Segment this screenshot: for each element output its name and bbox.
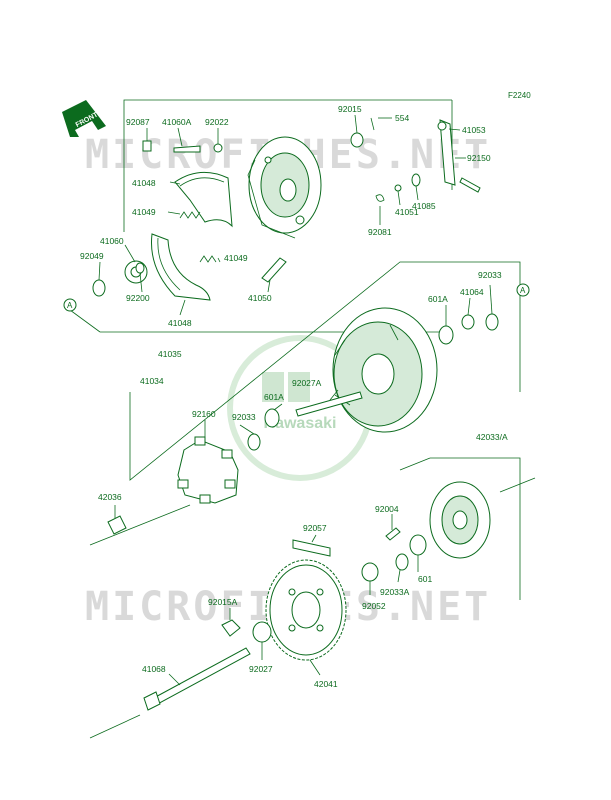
bearing-601 — [409, 534, 427, 556]
label-92033-right: 92033 — [478, 270, 502, 280]
label-42036: 42036 — [98, 492, 122, 502]
brake-panel — [247, 136, 322, 239]
stud-92004 — [385, 527, 401, 541]
collar-41064 — [461, 314, 475, 330]
ref-marker-a-left: A — [63, 298, 77, 312]
brake-shoe-lower — [150, 233, 211, 301]
logo-text: Kawasaki — [264, 415, 337, 432]
label-41060A: 41060A — [162, 117, 192, 127]
rear-wheel — [332, 307, 438, 433]
label-92057: 92057 — [303, 523, 327, 533]
camshaft-41050 — [261, 257, 287, 283]
circlip-92033-right — [485, 313, 499, 331]
nut-92022 — [213, 143, 223, 153]
label-41035: 41035 — [158, 349, 182, 359]
label-92033A: 92033A — [380, 587, 410, 597]
collar-42036 — [107, 515, 127, 535]
damper-92160 — [177, 436, 239, 504]
label-92052: 92052 — [362, 601, 386, 611]
nut-92015A — [221, 619, 241, 637]
label-92081: 92081 — [368, 227, 392, 237]
label-41048-lower: 41048 — [168, 318, 192, 328]
cam-41060 — [124, 260, 148, 284]
label-92004: 92004 — [375, 504, 399, 514]
circlip-92033-left — [247, 433, 261, 451]
label-601A-right: 601A — [428, 294, 448, 304]
indicator-41085 — [411, 173, 421, 187]
label-41048-upper: 41048 — [132, 178, 156, 188]
spring-41049-lower — [199, 255, 217, 263]
washer-92200 — [135, 262, 145, 274]
label-42041: 42041 — [314, 679, 338, 689]
ref-marker-a-left-label: A — [67, 301, 73, 310]
seal-92049 — [92, 279, 106, 297]
spring-92081 — [375, 194, 385, 202]
label-92033-left: 92033 — [232, 412, 256, 422]
grease-nipple-92087 — [142, 140, 152, 152]
label-41060: 41060 — [100, 236, 124, 246]
sprocket-42041 — [265, 559, 347, 661]
label-92027A: 92027A — [292, 378, 322, 388]
bearing-601A-right — [438, 325, 454, 345]
figure-code: F2240 — [508, 91, 531, 100]
spring-41049-upper — [179, 211, 201, 219]
label-41034: 41034 — [140, 376, 164, 386]
brake-shoe-upper — [174, 171, 233, 228]
label-92027: 92027 — [249, 664, 273, 674]
label-41085: 41085 — [412, 201, 436, 211]
label-601: 601 — [418, 574, 432, 584]
label-92087: 92087 — [126, 117, 150, 127]
leader-lines — [98, 114, 493, 686]
label-41049-upper: 41049 — [132, 207, 156, 217]
group-bracket-coupling — [430, 457, 521, 600]
ref-marker-a-right: A — [516, 283, 530, 297]
label-92200: 92200 — [126, 293, 150, 303]
label-92015A: 92015A — [208, 597, 238, 607]
label-92015: 92015 — [338, 104, 362, 114]
label-601A-left: 601A — [264, 392, 284, 402]
label-41053: 41053 — [462, 125, 486, 135]
group-bracket-wheel — [129, 261, 521, 481]
label-41068: 41068 — [142, 664, 166, 674]
bearing-601A-left — [264, 408, 280, 428]
label-92049: 92049 — [80, 251, 104, 261]
chain-92057 — [292, 539, 331, 557]
ref-marker-a-right-label: A — [520, 286, 526, 295]
washer-92052 — [361, 562, 379, 582]
axle-41068 — [143, 647, 251, 711]
cam-lever-41053 — [437, 119, 456, 186]
collar-92027A — [295, 391, 363, 417]
screw-41060A — [173, 145, 201, 153]
label-92150: 92150 — [467, 153, 491, 163]
label-41064: 41064 — [460, 287, 484, 297]
group-bracket-brake — [123, 99, 452, 232]
part-labels: 92087 41060A 92022 92015 554 41053 92150… — [80, 104, 508, 689]
label-554: 554 — [395, 113, 409, 123]
label-41049-lower: 41049 — [224, 253, 248, 263]
seal-92015 — [350, 132, 364, 148]
bolt-92150 — [459, 177, 481, 193]
label-41051: 41051 — [395, 207, 419, 217]
pin-554 — [370, 117, 375, 131]
washer-41051 — [394, 184, 402, 192]
label-92160: 92160 — [192, 409, 216, 419]
label-41050: 41050 — [248, 293, 272, 303]
label-92022: 92022 — [205, 117, 229, 127]
circlip-92033A — [395, 553, 409, 571]
collar-92027 — [252, 621, 272, 643]
coupling-42033 — [429, 481, 491, 559]
label-42033A: 42033/A — [476, 432, 508, 442]
